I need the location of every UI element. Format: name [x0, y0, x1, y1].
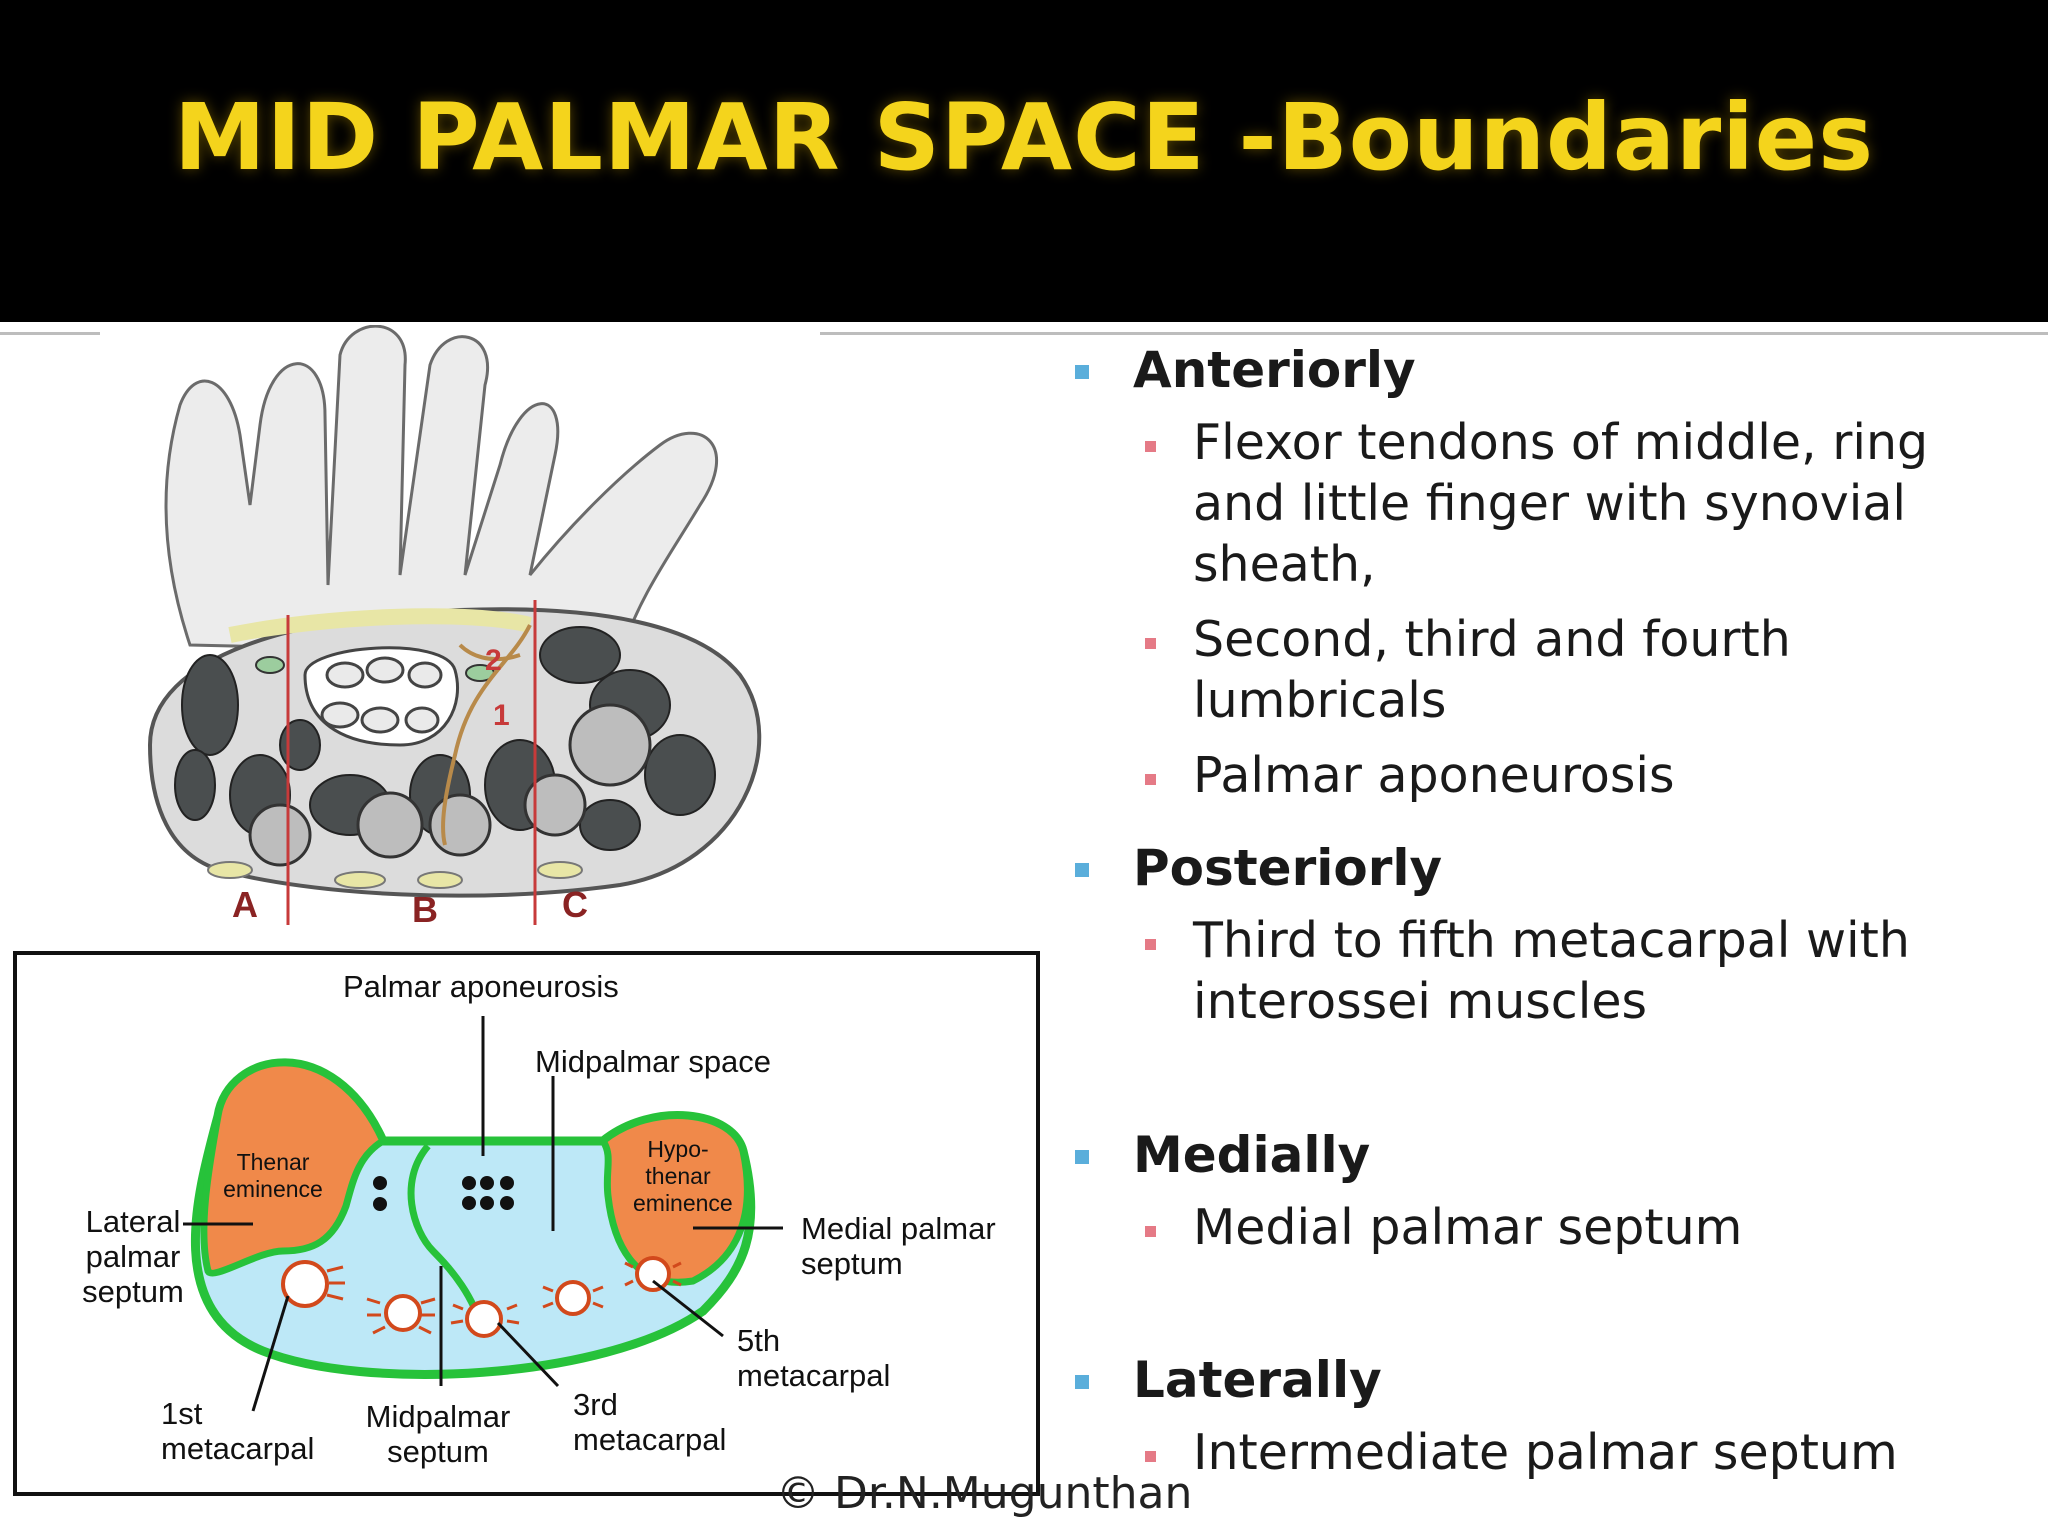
- boundary-lateral: Laterally Intermediate palmar septum: [1070, 1350, 2030, 1483]
- credit-watermark: © Dr.N.Mugunthan: [776, 1468, 1193, 1519]
- sub-bullet-icon: [1145, 638, 1156, 649]
- heading-bullet-icon: [1075, 863, 1089, 877]
- slide-title: MID PALMAR SPACE -Boundaries: [174, 84, 1874, 191]
- heading-bullet-icon: [1075, 1150, 1089, 1164]
- sub-bullet-icon: [1145, 441, 1156, 452]
- boundary-heading: Anteriorly: [1133, 341, 1416, 399]
- midpalmar-space-diagram: Palmar aponeurosis Midpalmar space Thena…: [13, 951, 1040, 1496]
- sub-bullet-icon: [1145, 1451, 1156, 1462]
- boundary-anterior: Anteriorly Flexor tendons of middle, rin…: [1070, 340, 2030, 806]
- title-bar: MID PALMAR SPACE -Boundaries: [0, 0, 2048, 322]
- boundary-medial: Medially Medial palmar septum: [1070, 1125, 2030, 1258]
- section-label-c: C: [562, 884, 588, 925]
- boundary-heading: Medially: [1133, 1126, 1371, 1184]
- boundary-item: Palmar aponeurosis: [1193, 747, 1675, 804]
- hand-cross-section-figure: 2 1 A B C: [100, 324, 820, 930]
- septum-number-1: 1: [493, 699, 510, 732]
- heading-bullet-icon: [1075, 365, 1089, 379]
- divider-left: [0, 332, 100, 335]
- boundary-posterior: Posteriorly Third to fifth metacarpal wi…: [1070, 838, 2030, 1032]
- boundary-item: Third to fifth metacarpal with interosse…: [1193, 912, 1910, 1030]
- section-label-b: B: [412, 889, 438, 925]
- boundary-heading: Posteriorly: [1133, 839, 1443, 897]
- sub-bullet-icon: [1145, 774, 1156, 785]
- divider-right: [818, 332, 2048, 335]
- boundary-heading: Laterally: [1133, 1351, 1382, 1409]
- septum-number-2: 2: [485, 644, 502, 677]
- midpalmar-space-label: Midpalmar space: [535, 1044, 772, 1079]
- boundary-item: Intermediate palmar septum: [1193, 1424, 1898, 1481]
- boundary-item: Medial palmar septum: [1193, 1199, 1743, 1256]
- section-label-a: A: [232, 884, 258, 925]
- boundary-item: Flexor tendons of middle, ring and littl…: [1193, 414, 1929, 593]
- sub-bullet-icon: [1145, 1226, 1156, 1237]
- sub-bullet-icon: [1145, 939, 1156, 950]
- boundary-item: Second, third and fourth lumbricals: [1193, 611, 1791, 729]
- heading-bullet-icon: [1075, 1375, 1089, 1389]
- palmar-aponeurosis-label: Palmar aponeurosis: [343, 969, 619, 1004]
